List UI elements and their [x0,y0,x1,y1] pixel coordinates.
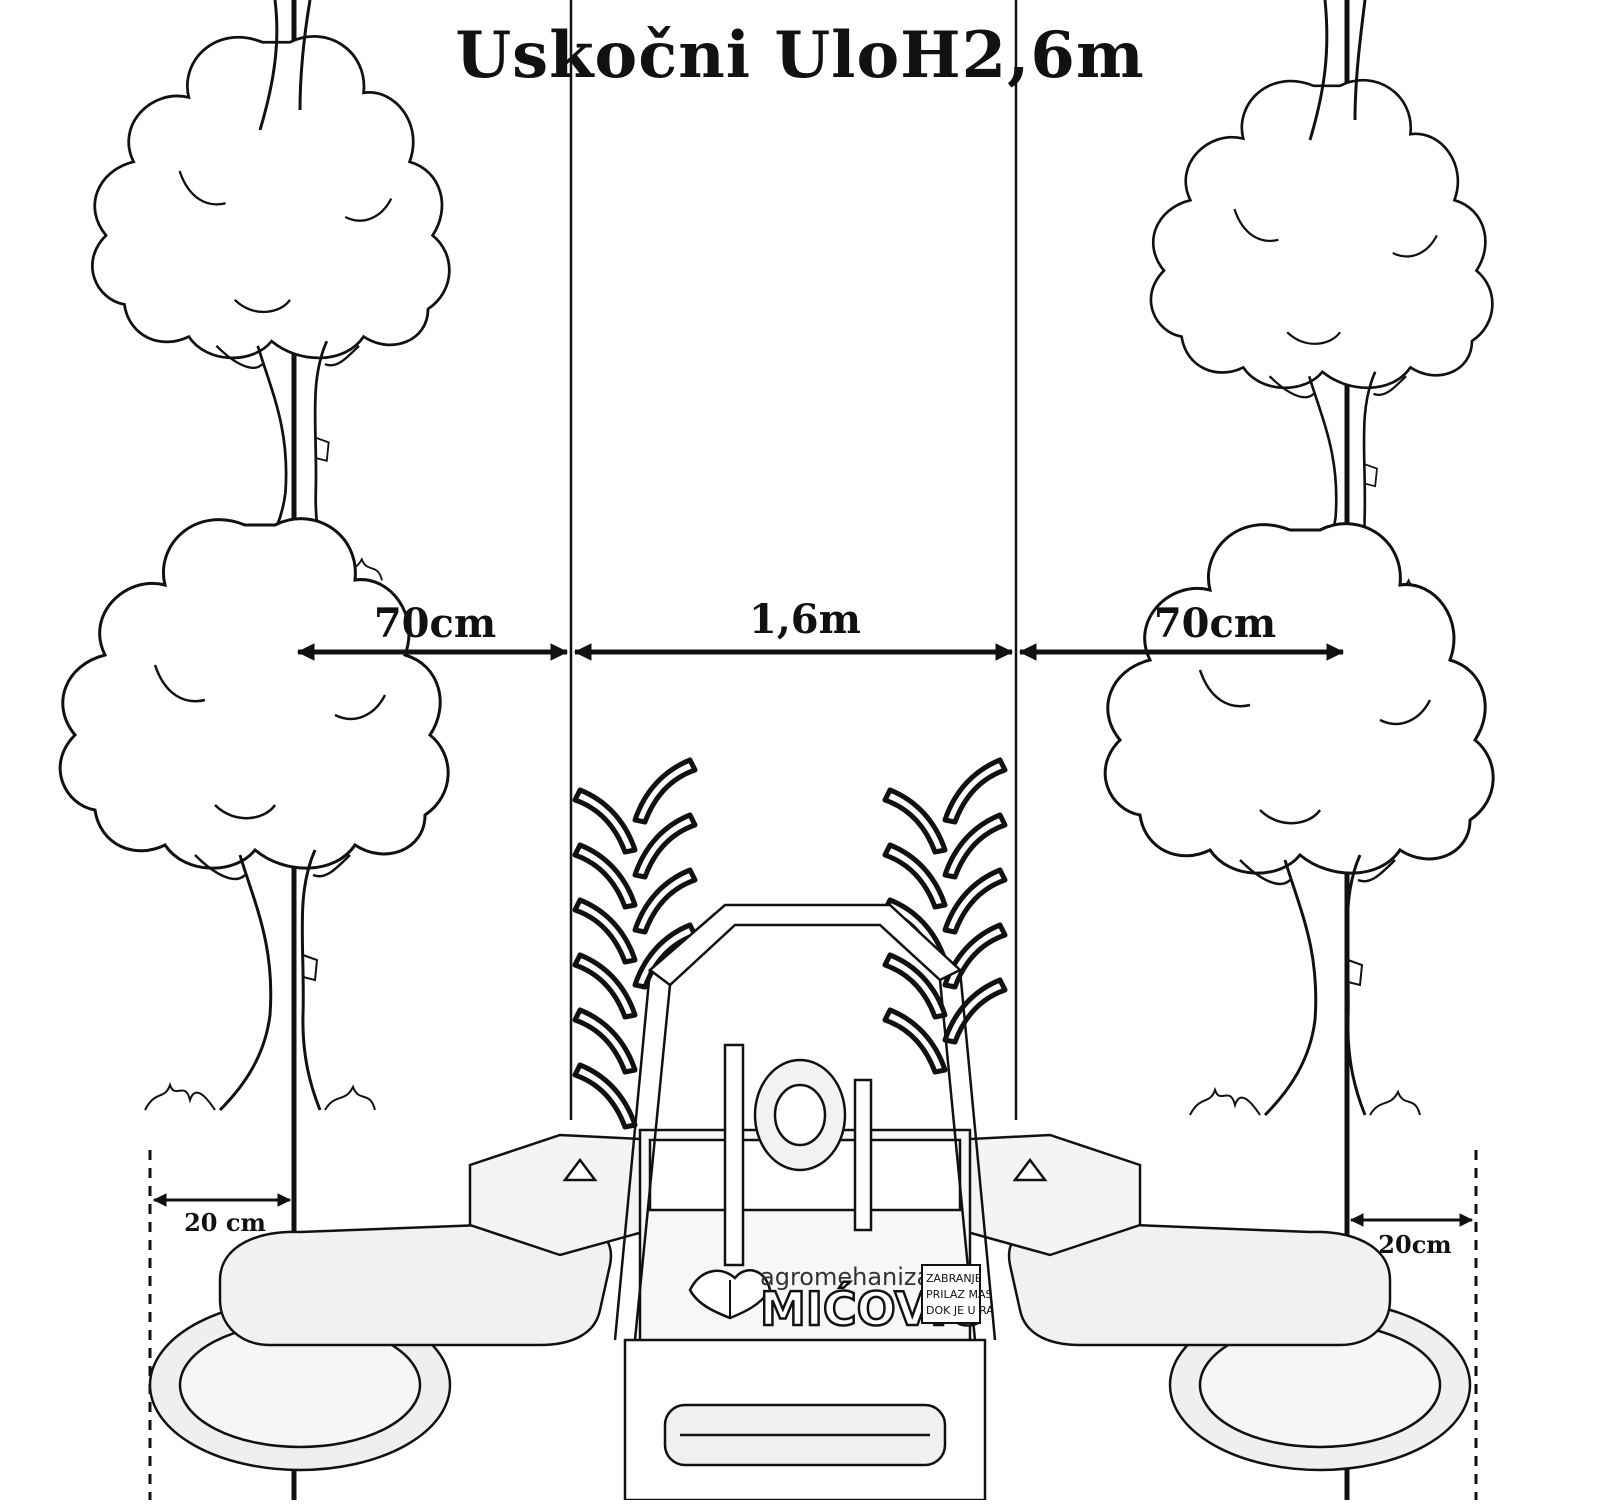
left-overhang-label: 20 cm [184,1208,266,1237]
dimension-line-main [296,643,1345,661]
warning-line-2: PRILAZ MAS [926,1288,992,1301]
warning-line-3: DOK JE U RA [926,1304,994,1317]
right-mower-arm [1007,1220,1392,1347]
diagram-title: Uskočni UloH2,6m [455,18,1145,93]
tree-top-right [1149,78,1494,602]
right-overhang-label: 20cm [1378,1230,1452,1259]
center-width-label: 1,6m [749,596,861,643]
left-mower-arm [218,1220,613,1347]
right-gap-label: 70cm [1153,600,1277,647]
left-gap-label: 70cm [373,600,497,647]
brand-plate: agromehanizacija MIĆOVIĆ ZABRANJE PRILAZ… [688,1263,994,1337]
tree-top-left [90,35,451,582]
mower-machine [148,903,1472,1502]
left-tire-tread [575,760,695,1127]
warning-line-1: ZABRANJE [926,1272,982,1285]
dimension-line-overhang [152,1193,1474,1227]
